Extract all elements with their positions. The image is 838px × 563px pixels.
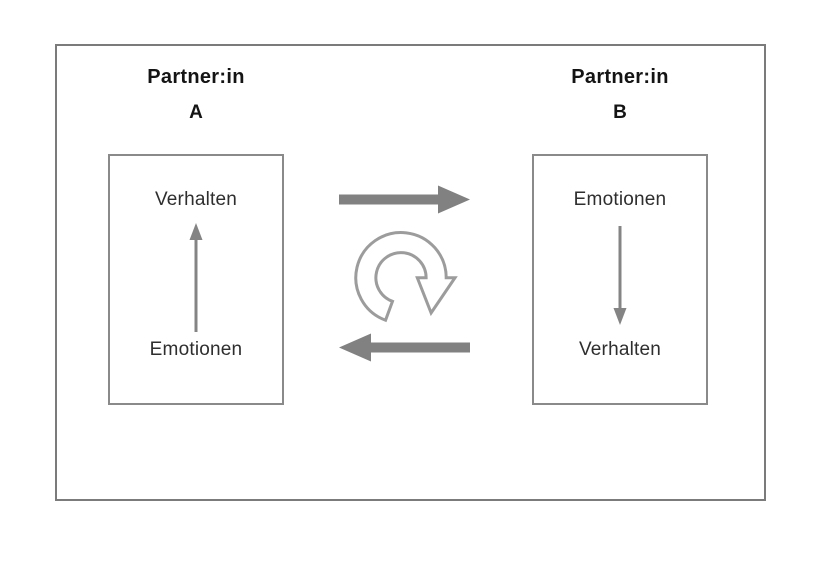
partner-a-box: Verhalten Emotionen [108,154,284,405]
right-arrow-icon [339,185,470,214]
partner-b-top-label: Emotionen [573,189,667,210]
partner-b-box: Emotionen Verhalten [532,154,708,405]
down-arrow-icon [613,226,627,325]
partner-b-bottom-label: Verhalten [578,339,662,360]
partner-a-top-label: Verhalten [154,189,238,210]
partner-a-title-line1: Partner:in [147,66,245,88]
partner-a-bottom-label: Emotionen [149,339,243,360]
partner-a-title-line2: A [189,102,203,123]
up-arrow-icon [189,223,203,332]
partner-b-title-line2: B [613,102,627,123]
cycle-arrow-icon [354,231,458,323]
partner-b-title: Partner:in B [532,64,708,126]
partner-b-title-line1: Partner:in [571,66,669,88]
partner-a-title: Partner:in A [108,64,284,126]
left-arrow-icon [339,333,470,362]
